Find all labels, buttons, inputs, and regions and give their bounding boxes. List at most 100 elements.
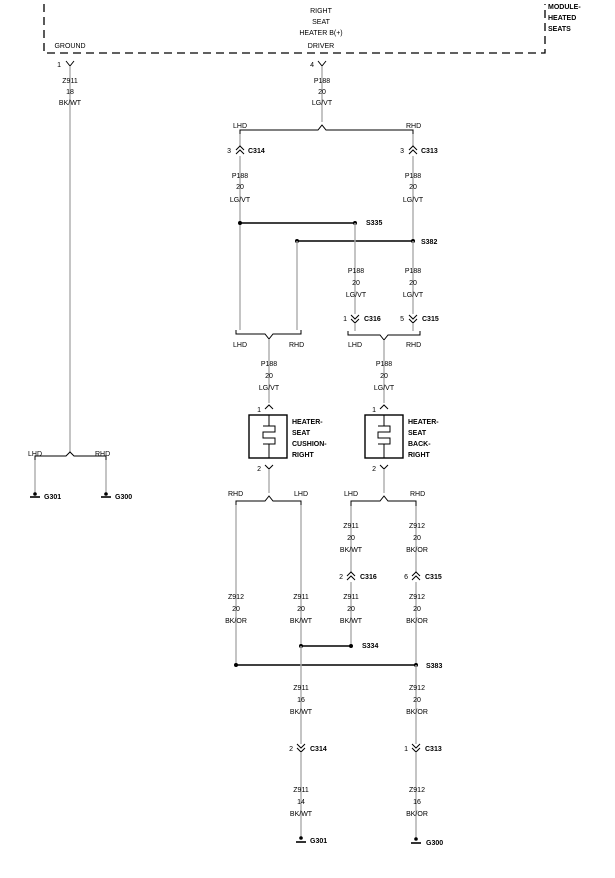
svg-text:Z912: Z912 xyxy=(409,787,425,794)
heated-seats-module: MODULE- HEATED SEATS RIGHT SEAT HEATER B… xyxy=(43,4,581,54)
svg-text:HEATER-: HEATER- xyxy=(408,419,439,426)
svg-text:3: 3 xyxy=(227,148,231,155)
svg-text:SEAT: SEAT xyxy=(408,430,427,437)
svg-text:CUSHION-: CUSHION- xyxy=(292,441,327,448)
svg-text:6: 6 xyxy=(404,574,408,581)
svg-text:BK/WT: BK/WT xyxy=(59,100,82,107)
svg-text:Z912: Z912 xyxy=(228,594,244,601)
wire-label-z911-mid: Z911 20 BK/WT xyxy=(290,594,313,625)
svg-text:P188: P188 xyxy=(232,173,248,180)
svg-text:BACK-: BACK- xyxy=(408,441,431,448)
splice-s335: S335 xyxy=(366,220,382,227)
svg-text:C313: C313 xyxy=(425,746,442,753)
svg-text:16: 16 xyxy=(297,697,305,704)
wire-label-z912-c315: Z912 20 BK/OR xyxy=(406,594,428,625)
svg-text:20: 20 xyxy=(347,606,355,613)
svg-text:BK/WT: BK/WT xyxy=(340,618,363,625)
svg-text:20: 20 xyxy=(352,280,360,287)
svg-text:1: 1 xyxy=(372,407,376,414)
svg-text:Z911: Z911 xyxy=(62,78,78,85)
svg-text:P188: P188 xyxy=(405,173,421,180)
svg-text:20: 20 xyxy=(236,184,244,191)
svg-text:2: 2 xyxy=(339,574,343,581)
connector-c313-top: 3 C313 xyxy=(400,145,438,155)
svg-text:BK/WT: BK/WT xyxy=(290,618,313,625)
connector-c315-top: 5 C315 xyxy=(400,314,439,324)
svg-text:BK/WT: BK/WT xyxy=(290,811,313,818)
svg-text:20: 20 xyxy=(409,280,417,287)
module-name-line-2: HEATED xyxy=(548,15,576,22)
option-rhd-label: RHD xyxy=(406,123,421,130)
pin-number: 1 xyxy=(57,62,61,69)
svg-text:P188: P188 xyxy=(261,361,277,368)
connector-c316-top: 1 C316 xyxy=(343,314,381,324)
option-lhd-label: LHD xyxy=(348,342,362,349)
svg-text:2: 2 xyxy=(289,746,293,753)
svg-text:Z912: Z912 xyxy=(409,594,425,601)
brace-back-feed xyxy=(347,331,421,341)
brace-cushion-ground xyxy=(235,495,302,505)
option-lhd-label: LHD xyxy=(294,491,308,498)
module-ground-label: GROUND xyxy=(54,43,85,50)
option-rhd-label: RHD xyxy=(289,342,304,349)
wire-label-p188-s382: P188 20 LG/VT xyxy=(403,268,424,299)
svg-text:G300: G300 xyxy=(115,494,132,501)
svg-text:P188: P188 xyxy=(376,361,392,368)
svg-text:LG/VT: LG/VT xyxy=(346,292,367,299)
svg-text:LG/VT: LG/VT xyxy=(259,385,280,392)
brace-left-ground xyxy=(34,451,107,460)
ground-g301-bottom: G301 xyxy=(296,836,327,845)
svg-text:20: 20 xyxy=(347,535,355,542)
module-name-line-3: SEATS xyxy=(548,26,571,33)
svg-text:G301: G301 xyxy=(44,494,61,501)
svg-text:BK/OR: BK/OR xyxy=(406,547,428,554)
svg-text:2: 2 xyxy=(257,466,261,473)
splice-s334: S334 xyxy=(362,643,378,650)
svg-text:RIGHT: RIGHT xyxy=(292,452,315,459)
brace-cushion-feed xyxy=(235,330,302,340)
svg-text:16: 16 xyxy=(413,799,421,806)
module-function-line-3: HEATER B(+) xyxy=(299,30,342,37)
svg-text:Z911: Z911 xyxy=(293,594,309,601)
option-lhd-label: LHD xyxy=(233,342,247,349)
wire-label-z912-left: Z912 20 BK/OR xyxy=(225,594,247,625)
wire-label-p188-s335: P188 20 LG/VT xyxy=(346,268,367,299)
svg-text:1: 1 xyxy=(257,407,261,414)
svg-text:LG/VT: LG/VT xyxy=(312,100,333,107)
svg-text:20: 20 xyxy=(413,697,421,704)
svg-text:P188: P188 xyxy=(314,78,330,85)
svg-text:C316: C316 xyxy=(364,316,381,323)
svg-text:1: 1 xyxy=(343,316,347,323)
option-lhd-label: LHD xyxy=(344,491,358,498)
wire-label-z911-module: Z911 18 BK/WT xyxy=(59,78,82,107)
wire-label-z911-c316: Z911 20 BK/WT xyxy=(340,594,363,625)
module-pin-ground: 1 xyxy=(57,60,75,69)
module-function-line-4: DRIVER xyxy=(308,43,334,50)
svg-text:20: 20 xyxy=(232,606,240,613)
connector-c316-bottom: 2 C316 xyxy=(339,571,377,581)
svg-text:C314: C314 xyxy=(310,746,327,753)
splice-s382: S382 xyxy=(421,239,437,246)
module-pin-driver: 4 xyxy=(310,60,327,69)
option-rhd-label: RHD xyxy=(228,491,243,498)
option-lhd-label: LHD xyxy=(233,123,247,130)
svg-text:20: 20 xyxy=(413,606,421,613)
svg-text:14: 14 xyxy=(297,799,305,806)
svg-text:Z912: Z912 xyxy=(409,523,425,530)
wire-label-z911-back: Z911 20 BK/WT xyxy=(340,523,363,554)
svg-text:G301: G301 xyxy=(310,838,327,845)
brace-back-ground xyxy=(350,495,417,506)
svg-text:20: 20 xyxy=(318,89,326,96)
wire-label-p188-cushion: P188 20 LG/VT xyxy=(259,361,280,392)
wire-label-p188-c314: P188 20 LG/VT xyxy=(230,173,251,204)
svg-text:LG/VT: LG/VT xyxy=(374,385,395,392)
module-function-line-2: SEAT xyxy=(312,19,330,26)
svg-text:Z911: Z911 xyxy=(293,685,309,692)
heater-seat-back-right: 1 HEATER- SEAT BACK- RIGHT 2 xyxy=(364,404,439,473)
svg-text:3: 3 xyxy=(400,148,404,155)
splice-s383: S383 xyxy=(426,663,442,670)
connector-c313-bottom: 1 C313 xyxy=(404,743,442,753)
wire-label-z911-s383: Z911 16 BK/WT xyxy=(290,685,313,716)
svg-text:BK/OR: BK/OR xyxy=(406,709,428,716)
